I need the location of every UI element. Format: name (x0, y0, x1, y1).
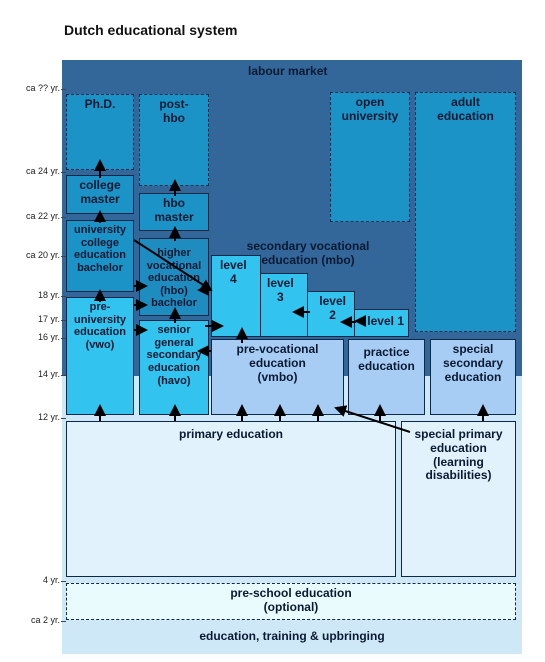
hbo-master-box: hbo master (139, 193, 209, 231)
vmbo-box: pre-vocational education (vmbo) (211, 339, 344, 415)
mbo-title: secondary vocational education (mbo) (246, 239, 370, 267)
age-label: 14 yr. (37, 369, 60, 379)
age-tick (61, 296, 66, 297)
age-tick (61, 89, 66, 90)
college-master-box: college master (66, 175, 134, 214)
age-label: 17 yr. (37, 314, 60, 324)
hbo-bachelor-label: bachelor (151, 297, 197, 310)
special-secondary-box: special secondary education (430, 339, 516, 415)
age-label: 16 yr. (37, 332, 60, 342)
upbringing-label: education, training & upbringing (199, 629, 385, 643)
labour-market-label: labour market (248, 64, 328, 78)
age-label: 18 yr. (37, 290, 60, 300)
phd-box: Ph.D. (66, 94, 134, 170)
open-university-box: open university (330, 92, 410, 222)
age-tick (61, 621, 66, 622)
age-tick (61, 418, 66, 419)
age-label: ca 20 yr. (25, 250, 60, 260)
level-2-box: level 2 (307, 291, 355, 337)
adult-education-box: adult education (415, 92, 516, 332)
age-label: ca 22 yr. (25, 211, 60, 221)
age-label: 4 yr. (42, 575, 60, 585)
age-tick (61, 256, 66, 257)
primary-education-box: primary education (66, 421, 396, 577)
age-label: ca 2 yr. (30, 615, 60, 625)
age-tick (61, 320, 66, 321)
university-bachelor-box: university college education bachelor (66, 220, 134, 292)
arrow (334, 405, 411, 433)
preschool-box: pre-school education (optional) (66, 583, 516, 620)
age-label: 12 yr. (37, 412, 60, 422)
post-hbo-box: post- hbo (139, 94, 209, 186)
age-tick (61, 217, 66, 218)
level-3-box: level 3 (260, 273, 308, 337)
vwo-box: pre- university education (vwo) (66, 297, 134, 415)
page-title: Dutch educational system (64, 22, 238, 38)
age-label: ca ?? yr. (25, 83, 60, 93)
special-primary-box: special primary education (learning disa… (401, 421, 516, 577)
age-tick (61, 172, 66, 173)
age-tick (61, 581, 66, 582)
age-tick (61, 375, 66, 376)
arrow (133, 239, 213, 292)
age-tick (61, 338, 66, 339)
age-label: ca 24 yr. (25, 166, 60, 176)
practice-education-box: practice education (348, 339, 425, 415)
